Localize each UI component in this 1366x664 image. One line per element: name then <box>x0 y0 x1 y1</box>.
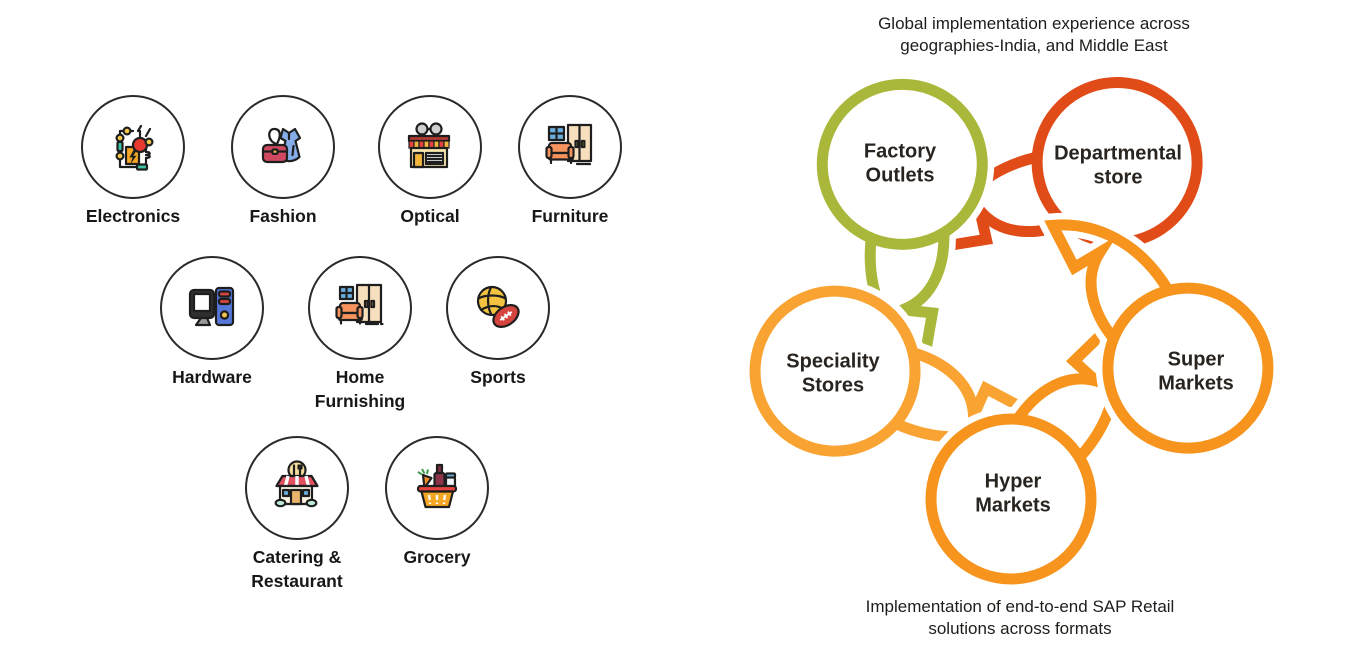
category-label: Sports <box>470 367 526 387</box>
home-furnishing-icon-circle <box>308 256 412 360</box>
sports-icon <box>476 285 520 329</box>
diagram-bottom-caption: Implementation of end-to-end SAP Retail … <box>865 597 1175 639</box>
category-label: Catering & Restaurant <box>251 547 343 591</box>
grocery-icon-circle <box>385 436 489 540</box>
petal-label-speciality-stores: Speciality Stores <box>786 350 880 397</box>
electronics-icon-circle <box>81 95 185 199</box>
home-furnishing-icon <box>335 283 384 326</box>
category-label: Hardware <box>172 367 252 387</box>
hardware-icon-circle <box>160 256 264 360</box>
category-label: Electronics <box>85 206 181 226</box>
catering-restaurant-icon-circle <box>245 436 349 540</box>
sports-icon-circle <box>446 256 550 360</box>
category-label: Grocery <box>403 547 471 567</box>
petal-label-factory-outlets: Factory Outlets <box>863 140 937 187</box>
furniture-icon <box>545 123 593 166</box>
optical-icon <box>407 122 451 169</box>
petal-label-hyper-markets: Hyper Markets <box>975 470 1051 517</box>
petal-label-departmental-store: Departmental store <box>1054 142 1182 189</box>
electronics-icon <box>115 124 154 171</box>
hardware-icon <box>188 286 235 327</box>
fashion-icon-circle <box>231 95 335 199</box>
diagram-top-caption: Global implementation experience across … <box>878 14 1190 56</box>
category-label: Optical <box>400 206 460 226</box>
grocery-icon <box>416 463 458 509</box>
fashion-icon <box>261 127 302 164</box>
catering-restaurant-icon <box>274 460 319 508</box>
category-label: Furniture <box>531 206 609 226</box>
category-label: Home Furnishing <box>314 367 406 411</box>
category-label: Fashion <box>249 206 317 226</box>
petal-label-super-markets: Super Markets <box>1158 348 1234 395</box>
furniture-icon-circle <box>518 95 622 199</box>
optical-icon-circle <box>378 95 482 199</box>
